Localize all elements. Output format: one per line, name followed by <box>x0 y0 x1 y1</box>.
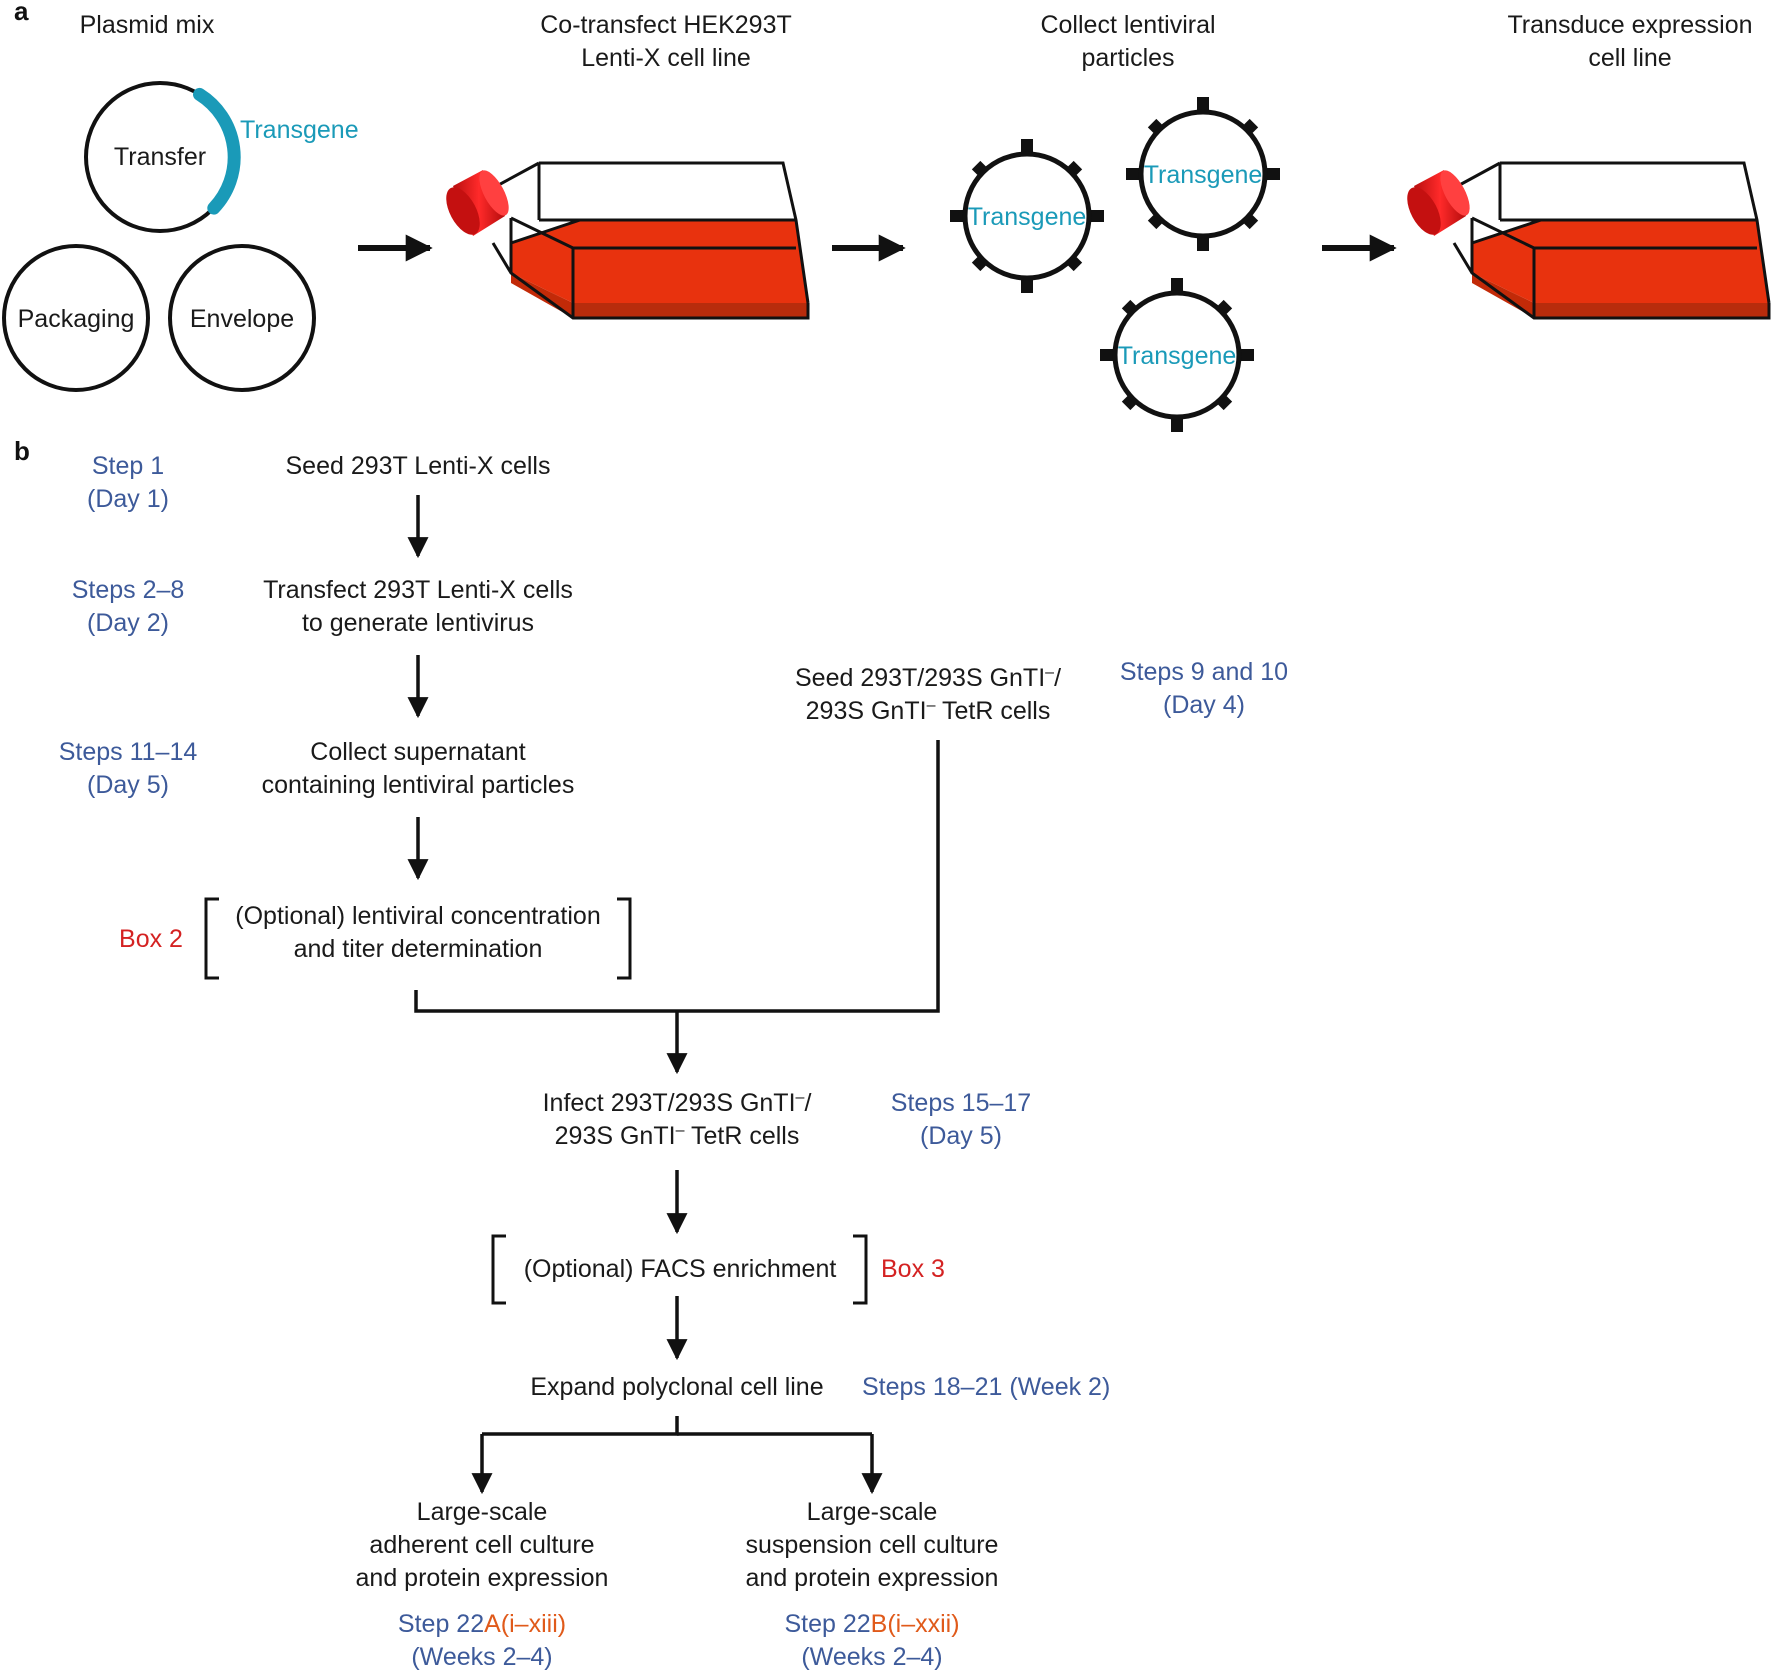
heading-cotransfect-2: Lenti-X cell line <box>581 44 751 72</box>
adherent-line-3: and protein expression <box>356 1564 609 1592</box>
heading-transduce-2: cell line <box>1588 44 1671 72</box>
step2-tag-1: Steps 2–8 <box>72 576 185 604</box>
box3-bracket-left <box>491 1234 506 1305</box>
step1-tag-2: (Day 1) <box>87 485 169 513</box>
adherent-line-1: Large-scale <box>417 1498 548 1526</box>
heading-collect-1: Collect lentiviral <box>1040 11 1215 39</box>
step9-tag-1: Steps 9 and 10 <box>1120 658 1288 686</box>
adherent-line-2: adherent cell culture <box>369 1531 594 1559</box>
step2-text-1: Transfect 293T Lenti-X cells <box>263 576 573 604</box>
step15-text-2: 293S GnTI– TetR cells <box>555 1122 800 1150</box>
suspension-step: Step 22B(i–xxii) <box>784 1610 959 1638</box>
adherent-step: Step 22A(i–xiii) <box>398 1610 566 1638</box>
suspension-weeks: (Weeks 2–4) <box>801 1643 942 1671</box>
step15-text-1: Infect 293T/293S GnTI–/ <box>543 1089 812 1117</box>
step9-tag-2: (Day 4) <box>1163 691 1245 719</box>
heading-transduce-1: Transduce expression <box>1507 11 1752 39</box>
envelope-plasmid: Envelope <box>168 244 316 392</box>
step9-text-2: 293S GnTI– TetR cells <box>806 697 1051 725</box>
virus-3-label: Transgene <box>1118 342 1237 370</box>
adherent-weeks: (Weeks 2–4) <box>411 1643 552 1671</box>
step1-text: Seed 293T Lenti-X cells <box>286 452 551 480</box>
branch-connector <box>482 1416 679 1436</box>
step2-tag-2: (Day 2) <box>87 609 169 637</box>
suspension-line-1: Large-scale <box>807 1498 938 1526</box>
flask-expression-line <box>1398 161 1771 320</box>
panel-a-label: a <box>14 0 29 26</box>
packaging-plasmid: Packaging <box>2 244 150 392</box>
heading-collect-2: particles <box>1081 44 1174 72</box>
heading-plasmid-mix: Plasmid mix <box>80 11 215 39</box>
step11-text-1: Collect supernatant <box>310 738 525 766</box>
box2-text-1: (Optional) lentiviral concentration <box>235 902 600 930</box>
box3-tag: Box 3 <box>881 1255 945 1283</box>
box2-bracket-right <box>617 897 632 980</box>
transfer-label: Transfer <box>114 143 206 171</box>
transfer-plasmid: Transfer <box>84 81 241 233</box>
step11-text-2: containing lentiviral particles <box>262 771 575 799</box>
step18-tag: Steps 18–21 (Week 2) <box>862 1373 1110 1401</box>
flask-hek293t <box>437 161 810 320</box>
suspension-line-2: suspension cell culture <box>746 1531 999 1559</box>
step2-text-2: to generate lentivirus <box>302 609 534 637</box>
box2-bracket-left <box>204 897 219 980</box>
heading-cotransfect-1: Co-transfect HEK293T <box>540 11 792 39</box>
step15-tag-2: (Day 5) <box>920 1122 1002 1150</box>
box2-tag: Box 2 <box>119 925 183 953</box>
virus-1-label: Transgene <box>968 203 1087 231</box>
step9-text-1: Seed 293T/293S GnTI–/ <box>795 664 1061 692</box>
transgene-arc <box>193 87 241 215</box>
box3-bracket-right <box>853 1234 868 1305</box>
step1-tag-1: Step 1 <box>92 452 164 480</box>
transgene-label: Transgene <box>240 116 359 144</box>
virus-2-label: Transgene <box>1144 161 1263 189</box>
step11-tag-2: (Day 5) <box>87 771 169 799</box>
box2-text-2: and titer determination <box>294 935 543 963</box>
suspension-line-3: and protein expression <box>746 1564 999 1592</box>
panel-b-label: b <box>14 436 30 466</box>
packaging-label: Packaging <box>18 305 135 333</box>
box3-text: (Optional) FACS enrichment <box>524 1255 837 1283</box>
step15-tag-1: Steps 15–17 <box>891 1089 1031 1117</box>
envelope-label: Envelope <box>190 305 294 333</box>
step11-tag-1: Steps 11–14 <box>59 738 198 766</box>
step18-text: Expand polyclonal cell line <box>530 1373 823 1401</box>
